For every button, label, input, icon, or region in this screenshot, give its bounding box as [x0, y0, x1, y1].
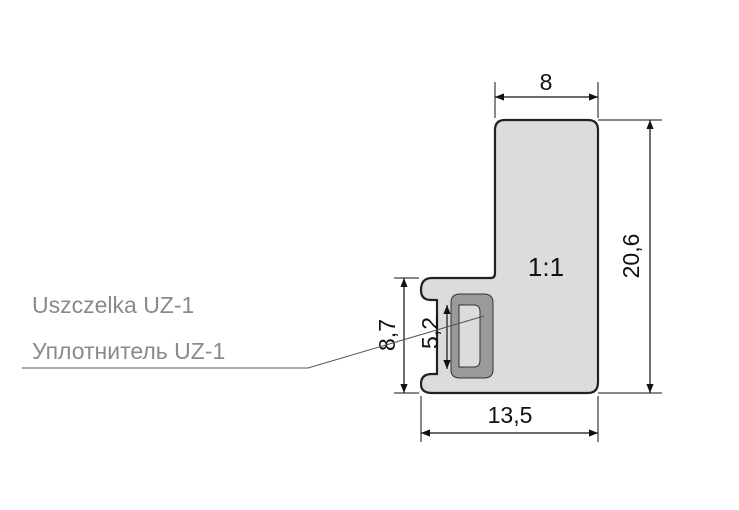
dim-bottom-width-label: 13,5: [488, 402, 533, 428]
callout-text-russian: Уплотнитель UZ-1: [32, 338, 225, 364]
dim-lip-height-label: 8,7: [374, 319, 400, 351]
profile-cross-section: [419, 118, 600, 395]
scale-label: 1:1: [528, 252, 564, 282]
callout-text-polish: Uszczelka UZ-1: [32, 292, 194, 318]
callout-leader-line: [22, 315, 485, 369]
seal-insert: [450, 293, 494, 379]
dim-seal-height-label: 5,2: [417, 317, 443, 349]
dim-top-width-label: 8: [540, 69, 553, 95]
dim-total-height-label: 20,6: [618, 234, 644, 279]
